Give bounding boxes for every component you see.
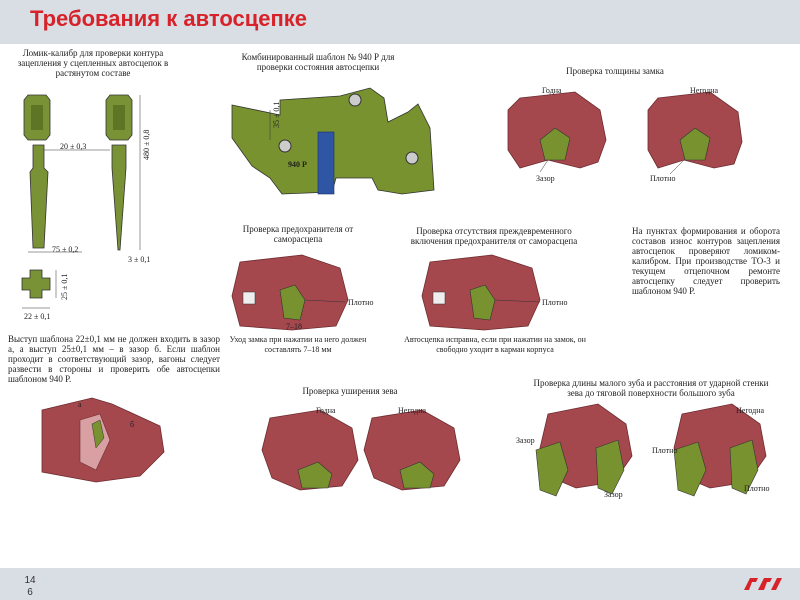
fuse-caption: Проверка предохранителя от саморасцепа	[242, 224, 354, 244]
lock-tight-label: Плотно	[650, 174, 676, 183]
throat-good-label: Годна	[316, 406, 336, 415]
fuse-note: Уход замка при нажатии на него должен со…	[229, 335, 367, 354]
premature-note: Автосцепка исправна, если при нажатии на…	[404, 335, 586, 354]
throat-caption: Проверка уширения зева	[302, 386, 398, 396]
tooth-tight-label-2: Плотно	[744, 484, 770, 493]
throat-bad-label: Негодна	[398, 406, 427, 415]
fuse-range-label: 7–18	[286, 322, 302, 331]
tooth-tight-label: Плотно	[652, 446, 678, 455]
gauge-dim-20: 20 ± 0,3	[60, 142, 87, 151]
template940-label: 940 Р	[288, 160, 307, 169]
gauge-caption: Ломик-калибр для проверки контура зацепл…	[17, 48, 169, 78]
protrusion-text: Выступ шаблона 22±0,1 мм не должен входи…	[8, 334, 220, 384]
premature-caption: Проверка отсутствия преждевременного вкл…	[410, 226, 578, 246]
lock-bad-label: Негодна	[690, 86, 719, 95]
footer-bar	[0, 568, 800, 600]
page-number: 14 6	[18, 575, 42, 599]
page-number-text: 14 6	[24, 575, 36, 598]
lock-gap-label: Зазор	[536, 174, 555, 183]
protrusion-label-a: а	[78, 400, 82, 409]
rzd-logo-icon	[744, 578, 782, 590]
tooth-gap-label-2: Зазор	[604, 490, 623, 499]
lock-thickness-caption: Проверка толщины замка	[566, 66, 664, 76]
lock-good-label: Годна	[542, 86, 562, 95]
premature-tight-label: Плотно	[542, 298, 568, 307]
tooth-caption: Проверка длины малого зуба и расстояния …	[533, 378, 769, 398]
info-text: На пунктах формирования и оборота состав…	[632, 226, 780, 296]
header-bar	[0, 0, 800, 44]
tooth-bad-label: Негодна	[736, 406, 765, 415]
gauge-dim-3: 3 ± 0,1	[128, 255, 151, 264]
template940-caption: Комбинированный шаблон № 940 Р для прове…	[241, 52, 395, 72]
gauge-dim-22: 22 ± 0,1	[24, 312, 51, 321]
gauge-dim-75: 75 ± 0,2	[52, 245, 79, 254]
slide-title: Требования к автосцепке	[30, 6, 307, 31]
protrusion-label-b: б	[130, 420, 135, 429]
tooth-gap-label: Зазор	[516, 436, 535, 445]
fuse-tight-label: Плотно	[348, 298, 374, 307]
